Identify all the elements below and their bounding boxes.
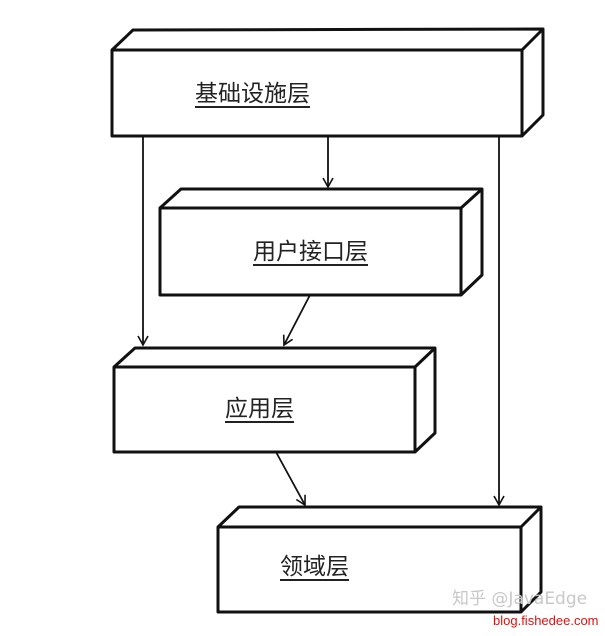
arrow-ui-to-app	[282, 294, 311, 347]
label-user-interface: 用户接口层	[253, 239, 368, 265]
label-domain: 领域层	[280, 554, 349, 580]
watermark-blog: blog.fishedee.com	[493, 613, 599, 628]
label-infrastructure: 基础设施层	[195, 81, 310, 107]
watermark-platform: 知乎 @JavaEdge	[452, 589, 588, 609]
arrow-app-to-domain	[275, 451, 306, 507]
box-application	[112, 346, 437, 454]
box-user-interface	[158, 187, 484, 297]
box-infrastructure	[110, 27, 545, 138]
box-domain	[216, 505, 543, 614]
label-application: 应用层	[225, 396, 294, 422]
